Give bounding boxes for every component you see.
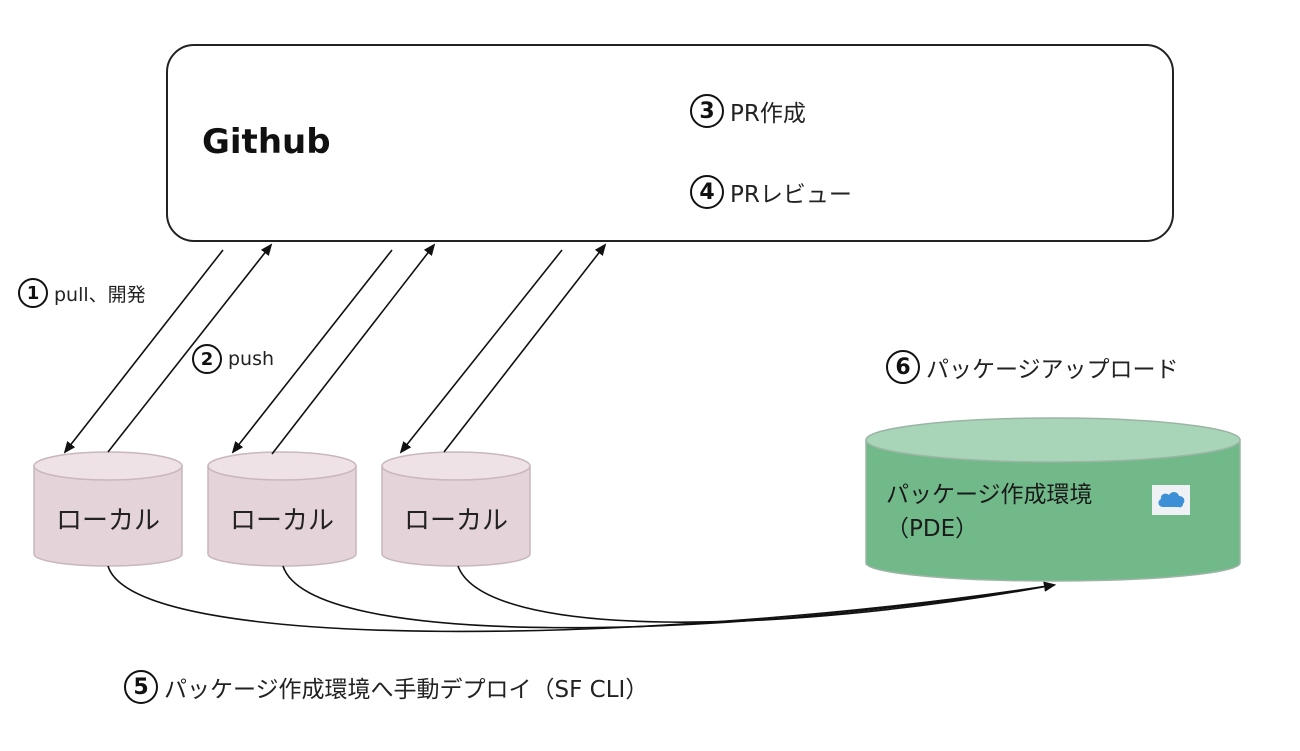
step-3-number: 3	[690, 94, 724, 128]
step-1-number: 1	[18, 278, 48, 308]
step-6: 6 パッケージアップロード	[886, 350, 1179, 384]
github-box	[166, 44, 1174, 242]
local-label-1: ローカル	[55, 506, 160, 536]
push-arrow-1	[107, 243, 273, 453]
step-4-number: 4	[690, 175, 724, 209]
push-arrow-2	[271, 243, 436, 455]
step-1: 1 pull、開発	[18, 278, 146, 308]
pull-arrow-3	[399, 249, 563, 454]
github-title: Github	[202, 122, 331, 162]
step-3-label: PR作成	[730, 101, 806, 127]
deploy-arrow-1	[107, 565, 1056, 633]
step-5-number: 5	[124, 670, 158, 704]
step-2-label: push	[228, 348, 275, 370]
pde-cylinder	[865, 417, 1241, 582]
push-arrow-3	[443, 243, 607, 453]
step-4-label: PRレビュー	[730, 182, 852, 208]
step-4: 4 PRレビュー	[690, 175, 852, 209]
cloud-icon	[1158, 492, 1185, 508]
deploy-arrow-3	[457, 565, 1056, 623]
step-2: 2 push	[192, 344, 274, 374]
step-6-number: 6	[886, 350, 920, 384]
local-cylinder-2	[207, 451, 357, 567]
step-5: 5 パッケージ作成環境へ手動デプロイ（SF CLI）	[124, 670, 648, 704]
step-5-label: パッケージ作成環境へ手動デプロイ（SF CLI）	[164, 677, 649, 703]
local-label-3: ローカル	[403, 506, 508, 536]
pde-label-line1: パッケージ作成環境	[886, 482, 1093, 508]
pde-label-line2: （PDE）	[886, 516, 979, 542]
local-label-2: ローカル	[229, 506, 334, 536]
pull-arrow-2	[231, 249, 393, 454]
step-1-label: pull、開発	[54, 283, 146, 306]
salesforce-cloud-icon	[1152, 485, 1190, 515]
step-3: 3 PR作成	[690, 94, 806, 128]
step-2-number: 2	[192, 344, 222, 374]
pull-arrow-1	[63, 249, 224, 454]
local-cylinder-3	[381, 451, 531, 567]
step-6-label: パッケージアップロード	[926, 357, 1179, 383]
deploy-arrow-2	[282, 565, 1056, 629]
